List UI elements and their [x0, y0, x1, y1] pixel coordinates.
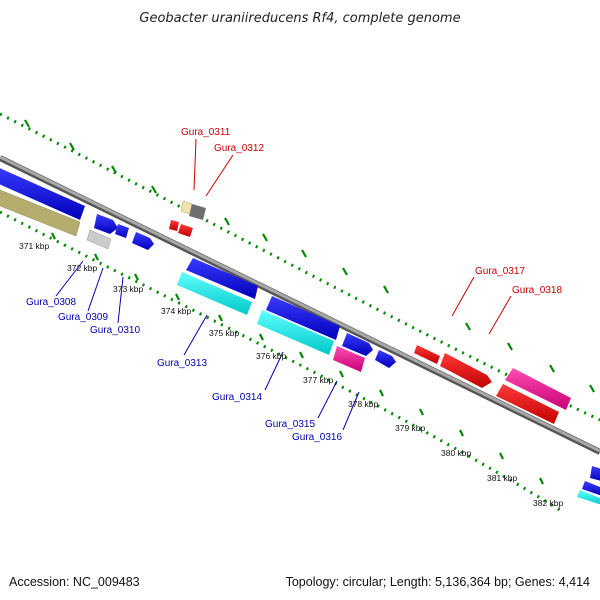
gene-cyan-a[interactable] [177, 272, 252, 315]
gene-label-gura-0310[interactable]: Gura_0310 [90, 325, 140, 336]
gene-edge-blue-a[interactable] [590, 466, 600, 482]
tick-label: 378 kbp [348, 399, 379, 409]
gene-gura-0318[interactable] [440, 353, 492, 388]
gene-label-gura-0315[interactable]: Gura_0315 [265, 419, 315, 430]
red-leader-lines [193, 138, 512, 335]
reverse-strand-genes [0, 166, 600, 506]
tick-label: 377 kbp [303, 375, 334, 385]
gene-red-small-b[interactable] [178, 224, 193, 237]
tick-label: 380 kbp [441, 448, 472, 458]
tick-label: 374 kbp [161, 306, 192, 316]
gene-label-gura-0314[interactable]: Gura_0314 [212, 392, 262, 403]
gene-gura-0310[interactable] [86, 229, 112, 250]
gene-labels-bottom: Gura_0308 Gura_0309 Gura_0310 Gura_0313 … [26, 297, 342, 443]
genome-summary-text: Topology: circular; Length: 5,136,364 bp… [286, 575, 590, 589]
gene-gura-0313[interactable] [186, 258, 258, 299]
gene-gura-0314[interactable] [266, 296, 340, 340]
gene-block-blue-small[interactable] [132, 232, 154, 250]
tick-labels: 371 kbp 372 kbp 373 kbp 374 kbp 375 kbp … [19, 241, 564, 508]
blue-leader-lines [55, 260, 360, 431]
gene-edge-blue-b[interactable] [582, 481, 600, 497]
gene-block-blue-left[interactable] [0, 166, 85, 220]
gene-labels-top: Gura_0311 Gura_0312 Gura_0317 Gura_0318 [181, 127, 562, 296]
tick-label: 382 kbp [533, 498, 564, 508]
gene-label-gura-0311[interactable]: Gura_0311 [181, 127, 231, 138]
inner-ring-ticks [51, 232, 544, 485]
gene-edge-cyan[interactable] [577, 490, 600, 506]
gene-label-gura-0316[interactable]: Gura_0316 [292, 432, 342, 443]
tick-label: 375 kbp [209, 328, 240, 338]
gene-pink-right[interactable] [505, 368, 571, 410]
gene-red-small-a[interactable] [169, 220, 179, 231]
tick-label: 373 kbp [113, 284, 144, 294]
gene-gura-0315[interactable] [342, 333, 373, 356]
gene-label-gura-0309[interactable]: Gura_0309 [58, 312, 108, 323]
gene-gura-0309[interactable] [115, 224, 129, 238]
gene-label-gura-0312[interactable]: Gura_0312 [214, 143, 264, 154]
forward-strand-genes [180, 200, 492, 388]
map-title: Geobacter uraniireducens Rf4, complete g… [139, 11, 460, 26]
gene-gura-0316[interactable] [333, 346, 365, 372]
gene-label-gura-0317[interactable]: Gura_0317 [475, 266, 525, 277]
gene-gura-0317[interactable] [414, 345, 440, 364]
gene-gura-0308[interactable] [94, 214, 118, 234]
gene-cyan-b[interactable] [257, 310, 334, 355]
outer-dotted-ring [0, 112, 600, 422]
gene-blue-small-right[interactable] [375, 350, 396, 368]
tick-label: 381 kbp [487, 473, 518, 483]
gene-block-khaki[interactable] [0, 188, 81, 237]
tick-label: 372 kbp [67, 263, 98, 273]
tick-label: 376 kbp [256, 351, 287, 361]
gene-gura-0312[interactable] [189, 204, 206, 220]
accession-text: Accession: NC_009483 [9, 575, 140, 589]
outer-ring-ticks [24, 119, 595, 393]
gene-red-right[interactable] [496, 384, 559, 424]
tick-label: 371 kbp [19, 241, 50, 251]
tick-label: 379 kbp [395, 423, 426, 433]
gene-label-gura-0313[interactable]: Gura_0313 [157, 358, 207, 369]
gene-label-gura-0308[interactable]: Gura_0308 [26, 297, 76, 308]
gene-label-gura-0318[interactable]: Gura_0318 [512, 285, 562, 296]
genome-backbone-highlight [0, 155, 600, 453]
